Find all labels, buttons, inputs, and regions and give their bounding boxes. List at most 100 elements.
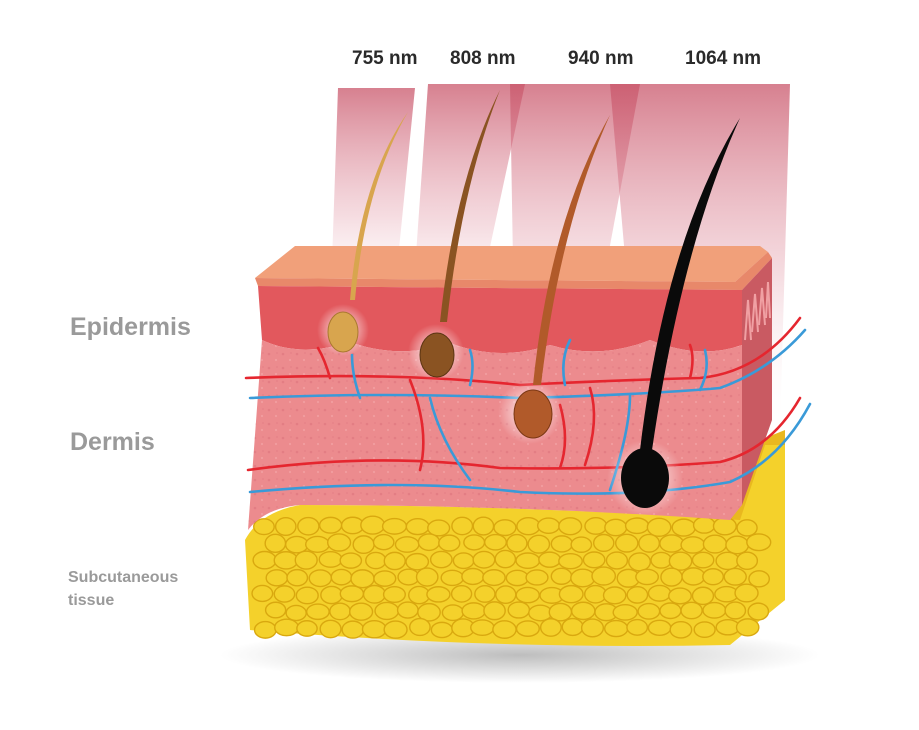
fat-cell <box>515 620 540 637</box>
fat-cell <box>339 585 365 603</box>
fat-cell <box>472 550 496 569</box>
fat-cell <box>668 587 692 605</box>
fat-cell <box>660 567 683 587</box>
fat-cell <box>318 551 343 568</box>
fat-cell <box>605 551 629 570</box>
fat-cell <box>492 620 517 639</box>
fat-cell <box>495 585 517 605</box>
fat-cell <box>570 568 596 588</box>
fat-cell <box>669 621 693 639</box>
fat-cell <box>274 517 297 537</box>
fat-cell <box>417 602 441 622</box>
fat-cell <box>515 586 540 604</box>
fat-cell <box>483 601 506 621</box>
fat-cell <box>373 570 397 587</box>
fat-cell <box>680 601 703 620</box>
fat-cell <box>305 535 330 553</box>
fat-cell <box>430 621 454 639</box>
skin-surface-edge <box>255 252 772 290</box>
fat-cell <box>296 620 318 637</box>
fat-cell <box>646 517 672 537</box>
fat-cell <box>624 517 650 535</box>
fat-cell <box>362 584 387 604</box>
fat-cell <box>440 569 465 587</box>
fat-cell <box>604 518 628 537</box>
fat-cell <box>493 519 517 537</box>
fat-cell <box>702 568 724 586</box>
fat-cell <box>702 601 727 619</box>
fat-cell <box>693 621 716 639</box>
epidermis-label: Epidermis <box>70 313 191 341</box>
fat-cell <box>474 585 496 603</box>
skin-surface <box>255 246 768 282</box>
hair-shaft-940 <box>533 115 610 385</box>
subcutaneous-label-line2: tissue <box>68 592 115 609</box>
fat-cell <box>647 619 672 637</box>
fat-cell <box>680 536 706 554</box>
fat-cell <box>383 620 408 639</box>
fat-cell <box>294 550 318 570</box>
fat-cell <box>746 533 772 552</box>
fat-cell <box>360 515 386 535</box>
fat-cell <box>382 585 406 604</box>
fat-cell <box>472 516 495 536</box>
fat-cell <box>602 586 627 605</box>
fat-cell <box>374 601 400 621</box>
fat-cell <box>659 602 682 620</box>
fat-cell <box>318 516 343 534</box>
epidermis-layer <box>258 286 742 354</box>
fat-cell <box>463 534 486 551</box>
fat-cell <box>383 551 406 571</box>
vein-upper <box>248 328 807 400</box>
fat-cell <box>692 516 716 534</box>
fat-cell <box>319 619 342 639</box>
fat-cell <box>603 619 629 638</box>
fat-cell <box>691 551 715 569</box>
fat-cell <box>614 533 639 553</box>
fat-cell <box>539 618 562 637</box>
fat-cell <box>507 601 531 619</box>
fat-cell <box>285 604 307 622</box>
fat-cell <box>582 551 606 569</box>
fat-cell <box>626 586 649 604</box>
fat-cell <box>592 533 615 553</box>
fat-cell <box>295 586 319 605</box>
fat-cell <box>515 552 541 570</box>
fat-cell <box>264 533 287 554</box>
fat-cell <box>429 550 453 569</box>
fat-cell <box>527 534 551 554</box>
fat-cell <box>372 533 395 551</box>
fat-cell <box>558 552 583 570</box>
fat-cell <box>427 519 451 537</box>
artery-upper <box>244 316 802 387</box>
fat-cell <box>326 533 352 552</box>
fat-cell <box>558 584 584 604</box>
fat-cell <box>580 618 605 638</box>
fat-cell <box>265 569 289 587</box>
fat-cell <box>396 601 419 619</box>
fat-cell <box>747 602 770 621</box>
fat-cell <box>352 535 375 555</box>
fat-cell <box>339 552 363 569</box>
fat-cell <box>441 604 465 622</box>
subcutaneous-label-line1: Subcutaneous <box>68 569 179 586</box>
fat-cell <box>538 551 562 568</box>
fat-cell <box>297 516 320 536</box>
fat-cell <box>251 584 274 603</box>
fat-cell <box>724 601 747 620</box>
fat-cell <box>584 517 608 535</box>
fat-cell <box>305 603 330 621</box>
hair-bulb-940 <box>513 389 553 439</box>
fat-cell <box>417 533 441 552</box>
fat-cell <box>550 535 574 553</box>
hair-1064 <box>607 118 740 516</box>
fat-cell <box>650 551 673 569</box>
fat-cell <box>320 585 343 605</box>
fat-cell <box>426 586 451 603</box>
fat-cell <box>735 618 760 637</box>
fat-cell <box>712 516 737 536</box>
fat-cell <box>330 568 353 586</box>
fat-cell <box>273 551 299 570</box>
